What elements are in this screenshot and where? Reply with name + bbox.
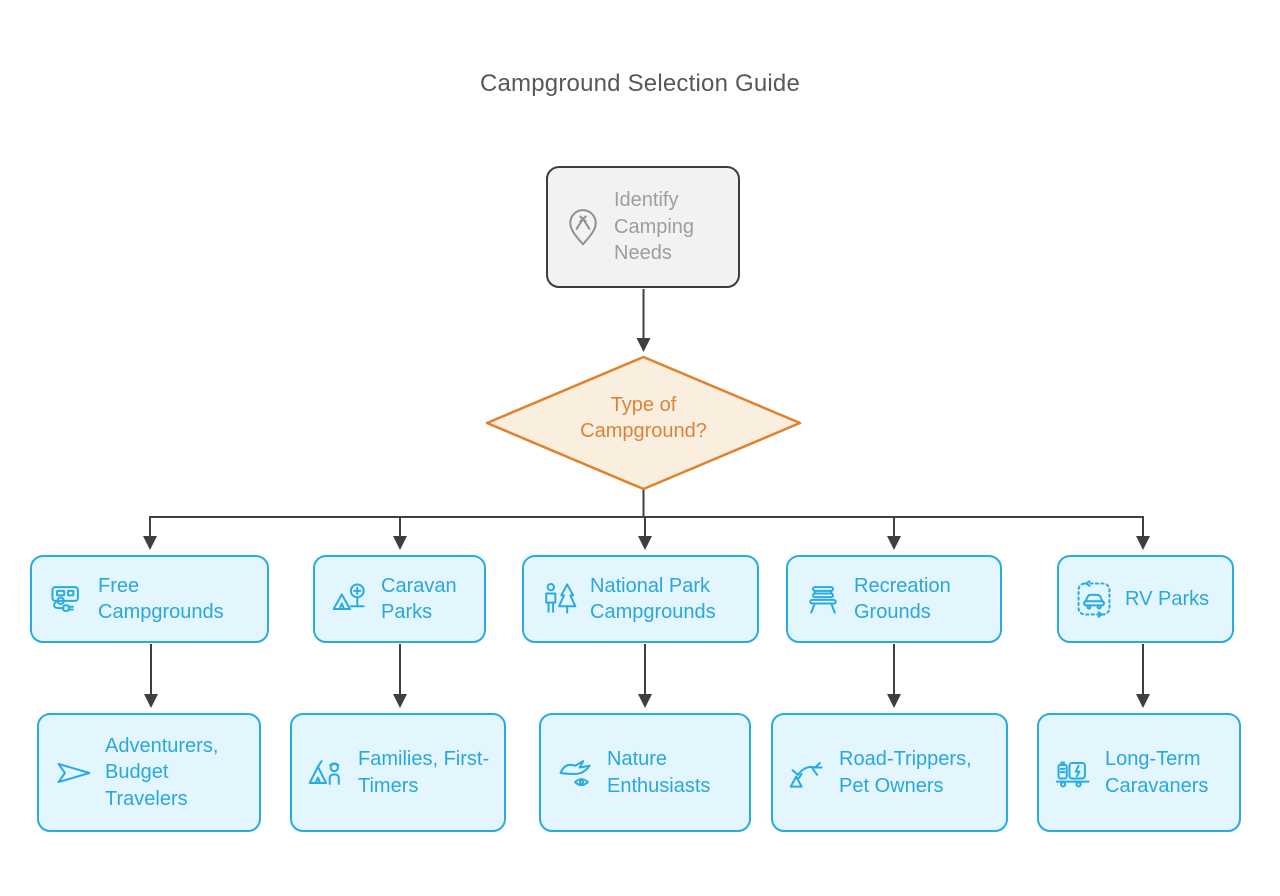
node-recreation-grounds: Recreation Grounds [786,555,1002,643]
node-national-park-campgrounds: National Park Campgrounds [522,555,759,643]
node-label: Road-Trippers, Pet Owners [839,748,972,797]
node-adventurers-budget-travelers: Adventurers, Budget Travelers [37,713,261,832]
node-label: Adventurers, Budget Travelers [105,734,219,810]
tent-and-tree-icon [330,579,370,619]
tent-and-camper-icon [307,753,347,793]
node-long-term-caravaners: Long-Term Caravaners [1037,713,1241,832]
node-label: Free Campgrounds [98,574,224,623]
hiker-and-pine-icon [539,579,579,619]
node-label: Long-Term Caravaners [1105,748,1209,797]
paper-plane-icon [54,753,94,793]
node-rv-parks: RV Parks [1057,555,1234,643]
decision-type-of-campground: Type of Campground? [580,394,707,443]
node-label: RV Parks [1125,587,1210,610]
node-caravan-parks: Caravan Parks [313,555,486,643]
powered-caravan-icon [47,579,87,619]
page-title: Campground Selection Guide [479,70,801,97]
charging-caravan-icon [1054,753,1094,793]
node-families-first-timers: Families, First-Timers [290,713,506,832]
node-label: Families, First-Timers [358,748,490,797]
node-identify-camping-needs: Identify Camping Needs [546,166,740,288]
node-label: Identify Camping Needs [614,189,695,265]
node-label: Caravan Parks [381,574,457,623]
node-label: Nature Enthusiasts [607,748,711,797]
node-nature-enthusiasts: Nature Enthusiasts [539,713,751,832]
node-label: Recreation Grounds [854,574,951,623]
dog-and-tent-icon [788,753,828,793]
node-road-trippers-pet-owners: Road-Trippers, Pet Owners [771,713,1008,832]
park-bench-icon [803,579,843,619]
parked-car-icon [1074,579,1114,619]
node-free-campgrounds: Free Campgrounds [30,555,269,643]
bird-watching-icon [556,753,596,793]
node-label: National Park Campgrounds [590,574,716,623]
camping-location-pin-icon [563,207,603,247]
